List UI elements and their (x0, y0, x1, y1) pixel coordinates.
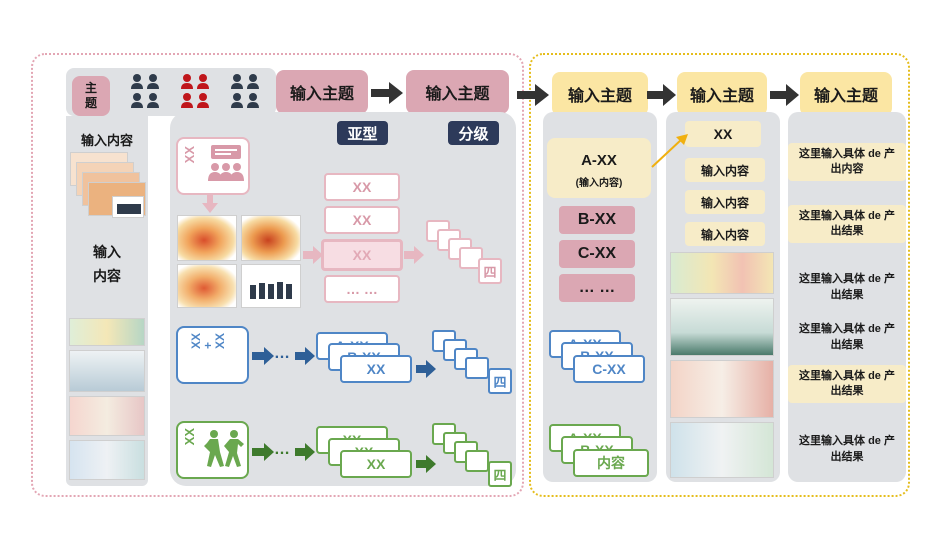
pink-card: XX (324, 173, 400, 201)
figure-thumbnail (69, 350, 145, 392)
figure-thumbnail (670, 252, 774, 294)
people-icons (131, 74, 259, 108)
green-dots: … (274, 441, 290, 458)
right-arrow-icon (295, 443, 315, 461)
bar-chart-thumbnail (241, 264, 301, 308)
figure-thumbnail (670, 422, 774, 478)
xx-box: XX (685, 121, 761, 147)
pink-card-selected: XX (321, 239, 403, 271)
step-arrow-icon (371, 82, 403, 104)
blue-stack-card (465, 357, 489, 379)
green-method-label: XX (182, 428, 197, 446)
col5-item: 输入内容 (685, 190, 765, 214)
people-group-2-icon (181, 74, 209, 108)
green-result-card-front: 内容 (573, 449, 649, 477)
input-column-title: 输入内容 (80, 133, 133, 148)
figure-thumbnail (69, 396, 145, 436)
green-card-front: XX (340, 450, 412, 478)
theme-label: 主 题 (72, 76, 110, 116)
orange-arrow-icon (651, 134, 688, 168)
right-arrow-icon (252, 347, 274, 365)
figure-thumbnail (69, 440, 145, 480)
a-xx-box (547, 138, 651, 198)
step-arrow-icon (647, 84, 676, 106)
input-column-middle-text: 输入 内容 (93, 244, 121, 284)
step-2-button[interactable]: 输入主题 (406, 70, 509, 114)
pink-card: XX (324, 206, 400, 234)
right-arrow-icon (404, 246, 424, 264)
green-stack-card (465, 450, 489, 472)
dancers-icon (204, 430, 244, 467)
presentation-icon (208, 145, 244, 181)
people-group-3-icon (231, 74, 259, 108)
blue-method-box (176, 326, 249, 384)
blue-stack-card-front: 四 (488, 368, 512, 394)
output-box: 这里输入具体 de 产 出内容 (788, 143, 906, 181)
china-map-thumbnail (241, 215, 301, 261)
step-arrow-icon (517, 84, 549, 106)
a-xx-subtitle: (输入内容) (575, 178, 623, 189)
output-text: 这里输入具体 de 产 出结果 (799, 435, 895, 463)
china-map-thumbnail (177, 215, 237, 261)
step-1-button[interactable]: 输入主题 (276, 70, 368, 114)
c-xx-box: C-XX (559, 240, 635, 268)
left-section-frame (31, 53, 524, 497)
right-arrow-icon (252, 443, 274, 461)
green-stack-card-front: 四 (488, 461, 512, 487)
output-text: 这里输入具体 de 产 出结果 (799, 323, 895, 351)
china-map-thumbnail (177, 264, 237, 308)
output-text: 这里输入具体 de 产 出结果 (799, 273, 895, 301)
pink-stack-card-front: 四 (478, 258, 502, 284)
grading-badge: 分级 (448, 121, 499, 145)
step-5-button[interactable]: 输入主题 (800, 72, 892, 116)
blue-result-card-front: C-XX (573, 355, 645, 383)
b-xx-box: B-XX (559, 206, 635, 234)
blue-method-label: XX + XX (189, 333, 227, 350)
figure-thumbnail (670, 298, 774, 356)
right-arrow-icon (416, 360, 436, 378)
figure-thumbnail (69, 318, 145, 346)
col5-item: 输入内容 (685, 158, 765, 182)
down-arrow-icon (202, 195, 218, 213)
step-3-button[interactable]: 输入主题 (552, 72, 648, 116)
right-arrow-icon (416, 455, 436, 473)
people-group-1-icon (131, 74, 159, 108)
step-4-button[interactable]: 输入主题 (677, 72, 767, 116)
pink-method-label: XX (182, 146, 197, 164)
output-box: 这里输入具体 de 产 出结果 (788, 365, 906, 403)
figure-thumbnail (670, 360, 774, 418)
chart-thumbnail (112, 196, 144, 218)
subtype-badge: 亚型 (337, 121, 388, 145)
right-arrow-icon (303, 246, 323, 264)
step-arrow-icon (770, 84, 799, 106)
blue-dots: … (274, 345, 290, 362)
right-arrow-icon (295, 347, 315, 365)
blue-card-front: XX (340, 355, 412, 383)
pink-card: … … (324, 275, 400, 303)
a-xx-title: A-XX (581, 152, 617, 169)
col5-item: 输入内容 (685, 222, 765, 246)
output-box: 这里输入具体 de 产 出结果 (788, 205, 906, 243)
etc-box: … … (559, 274, 635, 302)
right-section-frame (529, 53, 910, 497)
